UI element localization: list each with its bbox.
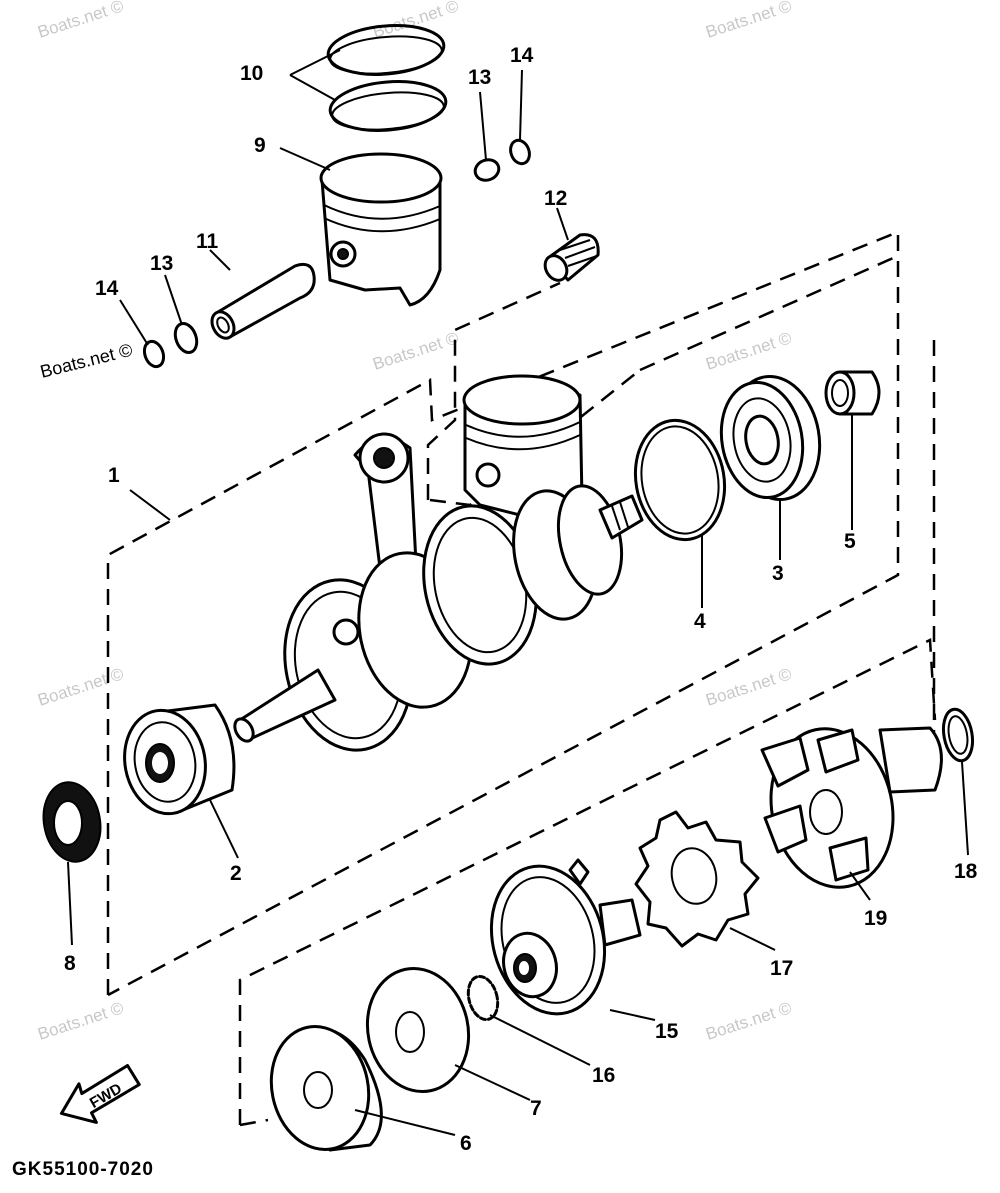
fwd-arrow-icon: FWD xyxy=(59,1063,141,1124)
needle-bearing xyxy=(543,233,600,282)
callout-labels: 10 9 13 14 12 11 13 14 1 2 8 4 3 5 18 19… xyxy=(64,44,978,1155)
crankshaft-assembly-boundary xyxy=(106,230,900,997)
callout-13: 13 xyxy=(468,66,491,89)
pin-clips-right xyxy=(473,138,531,182)
callout-13: 13 xyxy=(150,252,173,275)
callout-14: 14 xyxy=(95,277,119,300)
crank-bearing-group-boundary xyxy=(639,253,936,780)
watermark: Boats.net © xyxy=(370,328,461,374)
callout-12: 12 xyxy=(544,187,567,210)
pin-clips-left xyxy=(142,321,199,369)
callout-17: 17 xyxy=(770,957,793,980)
callout-19: 19 xyxy=(864,907,887,930)
rubber-damper xyxy=(634,810,760,948)
callout-11: 11 xyxy=(196,230,219,253)
leader-lines xyxy=(67,49,969,1136)
coupler xyxy=(760,726,943,889)
callout-6: 6 xyxy=(460,1132,472,1155)
watermark: Boats.net © xyxy=(703,998,794,1044)
callout-9: 9 xyxy=(254,134,266,157)
callout-14: 14 xyxy=(510,44,534,67)
watermark: Boats.net © xyxy=(35,664,126,710)
watermark: Boats.net © xyxy=(35,998,126,1044)
callout-4: 4 xyxy=(694,610,706,633)
watermark: Boats.net © xyxy=(703,664,794,710)
callout-15: 15 xyxy=(655,1020,679,1043)
callout-2: 2 xyxy=(230,862,242,885)
part-code: GK55100-7020 xyxy=(12,1159,154,1180)
assembly-boundaries xyxy=(106,230,937,1127)
drive-cup xyxy=(489,858,642,1016)
callout-18: 18 xyxy=(954,860,978,883)
shaft-washer xyxy=(941,707,975,763)
ball-bearing-right xyxy=(719,374,822,502)
watermark: Boats.net © xyxy=(38,340,134,382)
bushing xyxy=(824,370,881,416)
callout-5: 5 xyxy=(844,530,856,553)
callout-10: 10 xyxy=(240,62,263,85)
oil-seal xyxy=(42,781,102,863)
callout-16: 16 xyxy=(592,1064,615,1087)
small-circlip xyxy=(466,974,500,1022)
washer-plate xyxy=(365,966,471,1094)
callout-7: 7 xyxy=(530,1097,542,1120)
watermark: Boats.net © xyxy=(370,0,461,42)
callout-1: 1 xyxy=(108,464,120,487)
callout-8: 8 xyxy=(64,952,76,975)
oil-pump-group-boundary xyxy=(238,638,937,1127)
watermark: Boats.net © xyxy=(35,0,126,42)
thrust-plate xyxy=(269,1025,383,1152)
crankshaft-assembly xyxy=(233,374,644,752)
watermark: Boats.net © xyxy=(703,0,794,42)
bearing-circlip xyxy=(633,418,727,542)
piston-pin xyxy=(210,262,316,340)
ball-bearing-left xyxy=(123,703,236,816)
callout-3: 3 xyxy=(772,562,784,585)
piston xyxy=(319,152,443,307)
